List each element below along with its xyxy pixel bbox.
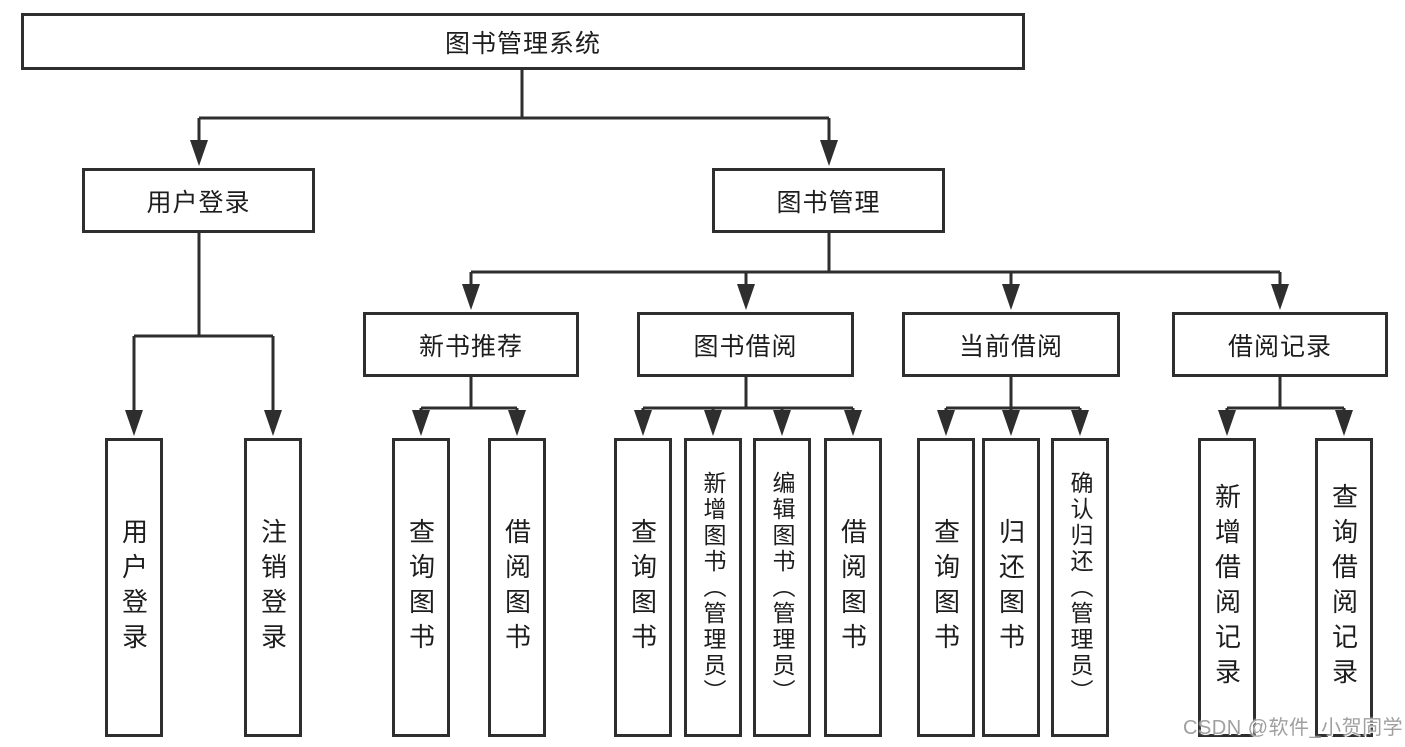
- leaf-current-return-books: 归还图书: [982, 438, 1040, 737]
- leaf-borrow-edit-books-admin: 编辑图书（管理员）: [753, 438, 811, 737]
- leaf-records-query-record: 查询借阅记录: [1315, 438, 1373, 737]
- node-current-borrow: 当前借阅: [902, 312, 1120, 377]
- leaf-records-add-record: 新增借阅记录: [1198, 438, 1256, 737]
- leaf-current-query-books: 查询图书: [917, 438, 975, 737]
- arrowheads: [125, 140, 1353, 436]
- node-book-management: 图书管理: [712, 168, 945, 233]
- csdn-watermark: CSDN @软件_小贺同学: [1183, 717, 1404, 739]
- node-book-borrow: 图书借阅: [637, 312, 854, 377]
- leaf-borrow-add-books-admin: 新增图书（管理员）: [684, 438, 742, 737]
- leaf-current-confirm-return-admin: 确认归还（管理员）: [1051, 438, 1109, 737]
- leaf-recommend-borrow-books: 借阅图书: [488, 438, 546, 737]
- leaf-user-login: 用户登录: [105, 438, 163, 737]
- leaf-logout: 注销登录: [244, 438, 302, 737]
- leaf-recommend-query-books: 查询图书: [392, 438, 450, 737]
- node-borrow-records: 借阅记录: [1172, 312, 1388, 377]
- node-user-login: 用户登录: [82, 168, 315, 233]
- node-root: 图书管理系统: [21, 13, 1025, 70]
- leaf-borrow-borrow-books: 借阅图书: [824, 438, 882, 737]
- leaf-borrow-query-books: 查询图书: [614, 438, 672, 737]
- node-new-book-recommend: 新书推荐: [363, 312, 579, 377]
